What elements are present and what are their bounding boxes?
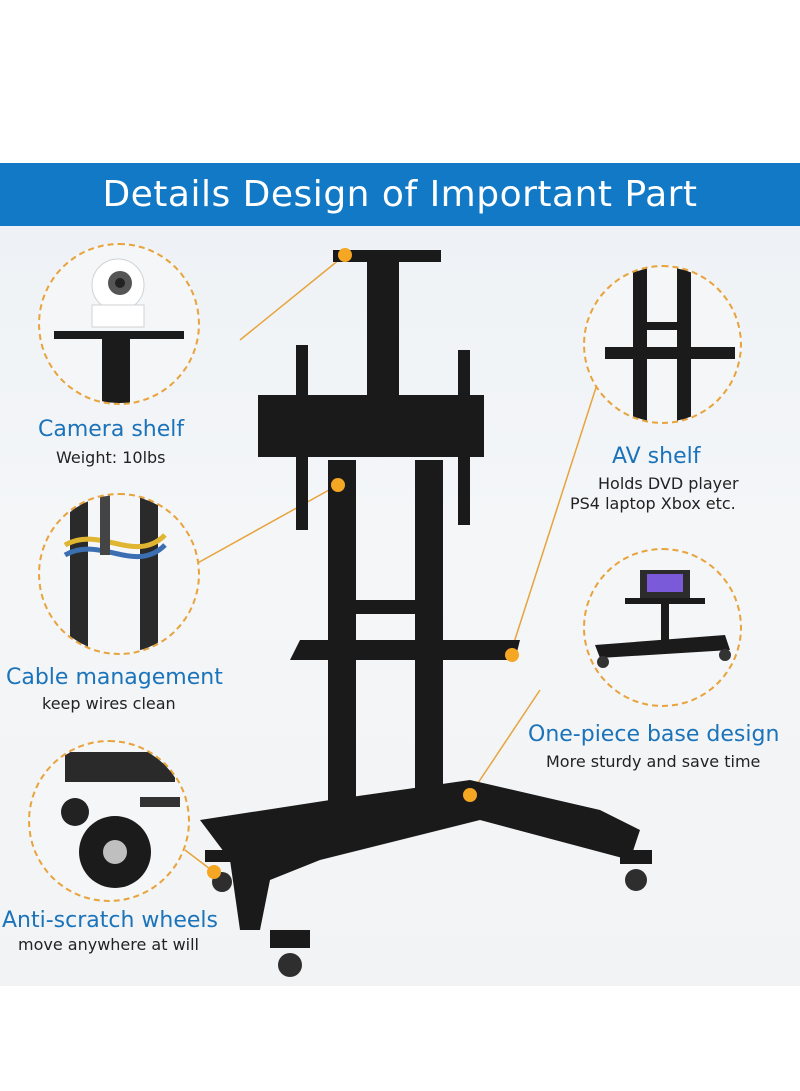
wheels-title: Anti-scratch wheels <box>2 908 218 933</box>
av-shelf-detail <box>583 265 742 424</box>
av-shelf-title: AV shelf <box>612 444 701 469</box>
wheels-subtitle: move anywhere at will <box>18 935 199 954</box>
cable-management-detail <box>38 493 200 655</box>
banner-title: Details Design of Important Part <box>102 174 698 215</box>
camera-shelf-marker <box>338 248 352 262</box>
camera-shelf-illustration <box>54 258 184 403</box>
wheel-marker <box>207 865 221 879</box>
base-design-title: One-piece base design <box>528 722 780 747</box>
cable-marker <box>331 478 345 492</box>
camera-shelf-title: Camera shelf <box>38 417 185 442</box>
base-illustration <box>595 570 731 668</box>
av-shelf-subtitle-line1: Holds DVD player <box>598 474 739 493</box>
av-shelf-marker <box>505 648 519 662</box>
av-shelf-subtitle-line2: PS4 laptop Xbox etc. <box>570 494 736 513</box>
base-design-detail <box>583 548 742 707</box>
wheel-illustration <box>61 752 180 888</box>
cable-management-subtitle: keep wires clean <box>42 694 176 713</box>
base-marker <box>463 788 477 802</box>
header-banner: Details Design of Important Part <box>0 163 800 226</box>
av-shelf-illustration <box>605 267 735 422</box>
cable-management-illustration <box>63 495 167 653</box>
camera-shelf-detail <box>38 243 200 405</box>
cable-management-title: Cable management <box>6 665 223 690</box>
camera-shelf-subtitle: Weight: 10lbs <box>56 448 166 467</box>
base-design-subtitle: More sturdy and save time <box>546 752 761 771</box>
wheels-detail <box>28 740 190 902</box>
